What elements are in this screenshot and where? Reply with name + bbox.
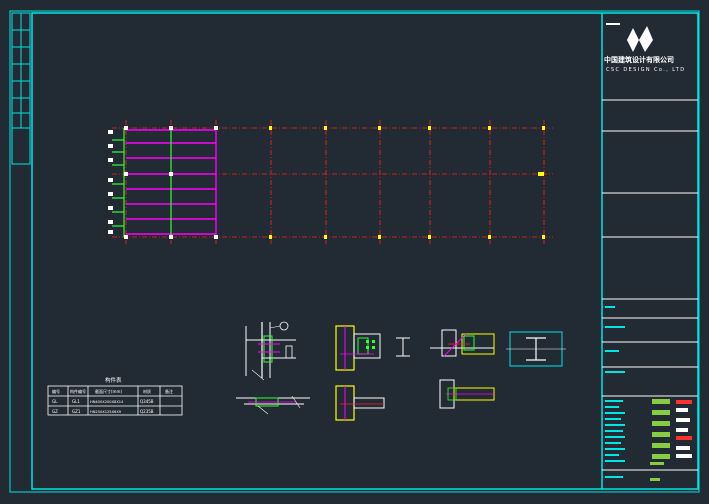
- table-cell: HN400X200X8X14: [90, 400, 124, 404]
- inner-frame: [31, 12, 699, 490]
- detail-i-section-small: [396, 337, 410, 357]
- detail-base-plate: [236, 395, 310, 415]
- table-header: 编号: [52, 388, 60, 394]
- detail-i-section-large: [506, 331, 566, 367]
- table-cell: Q345B: [140, 399, 154, 404]
- table-header: 截面尺寸(mm): [95, 388, 122, 394]
- table-header: 备注: [165, 388, 173, 394]
- detail-column-beam-joint: [245, 321, 296, 381]
- table-cell: GZ1: [72, 409, 81, 414]
- title-block-notes: [605, 306, 625, 478]
- detail-beam-splice: [335, 325, 381, 371]
- title-block: [601, 13, 698, 489]
- signature-column: [650, 399, 692, 481]
- table-header: 构件编号: [70, 388, 86, 394]
- company-logo: [606, 23, 653, 52]
- table-header: 材质: [143, 388, 151, 394]
- plan-view: [108, 120, 553, 244]
- company-name-en: CSC DESIGN Co., LTD: [606, 67, 685, 73]
- outer-frame: [9, 10, 700, 493]
- detail-brace-connection: [430, 329, 495, 357]
- table-cell: GZ: [52, 409, 58, 414]
- table-cell: Q235B: [140, 409, 154, 414]
- detail-beam-end: [439, 379, 495, 409]
- table-cell: GL1: [72, 399, 80, 404]
- table-cell: GL: [52, 399, 58, 404]
- table-title: 构件表: [105, 376, 122, 384]
- component-table: [47, 385, 183, 416]
- company-name-cn: 中国建筑设计有限公司: [604, 55, 674, 64]
- detail-column-base: [335, 385, 385, 421]
- table-cell: HN250X125X6X9: [90, 410, 122, 414]
- binding-strip: [11, 12, 31, 165]
